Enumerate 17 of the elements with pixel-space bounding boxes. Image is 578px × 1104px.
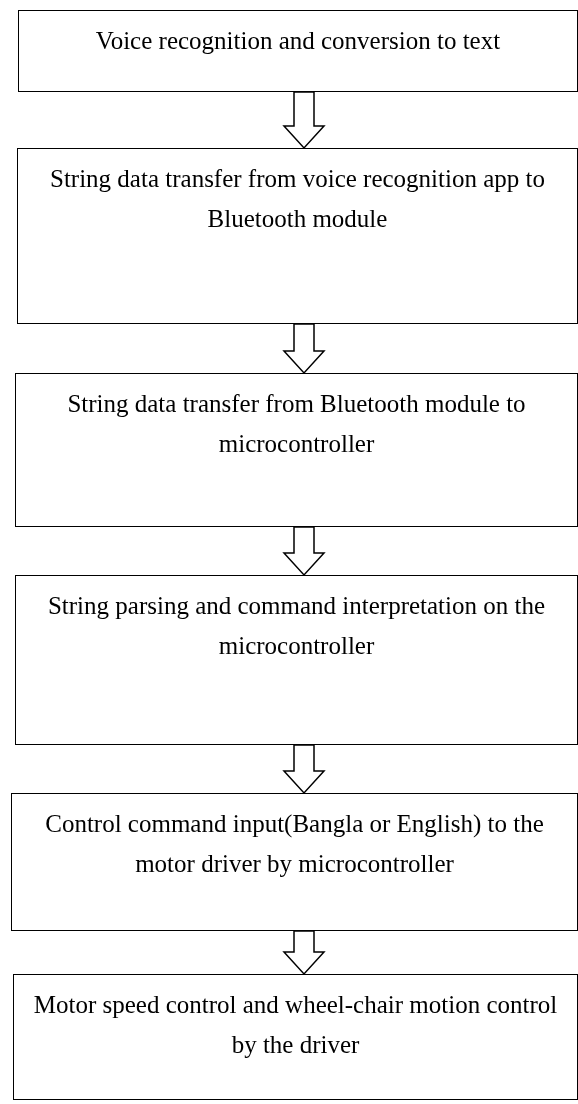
step-text: Control command input(Bangla or English) to the motor driver by microcontroller	[44, 809, 545, 879]
block-arrow	[282, 323, 326, 375]
process-box	[15, 373, 578, 527]
process-box	[17, 148, 578, 324]
process-box	[13, 974, 578, 1100]
step-text: Voice recognition and conversion to text	[94, 26, 502, 56]
block-arrow	[282, 91, 326, 150]
step-text: String data transfer from Bluetooth module to microcontroller	[66, 389, 527, 459]
step-text: String data transfer from voice recognition app to Bluetooth module	[49, 164, 546, 234]
block-arrow	[282, 526, 326, 577]
block-arrow	[282, 744, 326, 795]
block-arrow	[282, 930, 326, 976]
step-text: String parsing and command interpretation on the microcontroller	[46, 591, 547, 661]
process-box	[18, 10, 578, 92]
step-text: Motor speed control and wheel-chair motion control by the driver	[32, 990, 559, 1060]
process-box	[11, 793, 578, 931]
process-box	[15, 575, 578, 745]
